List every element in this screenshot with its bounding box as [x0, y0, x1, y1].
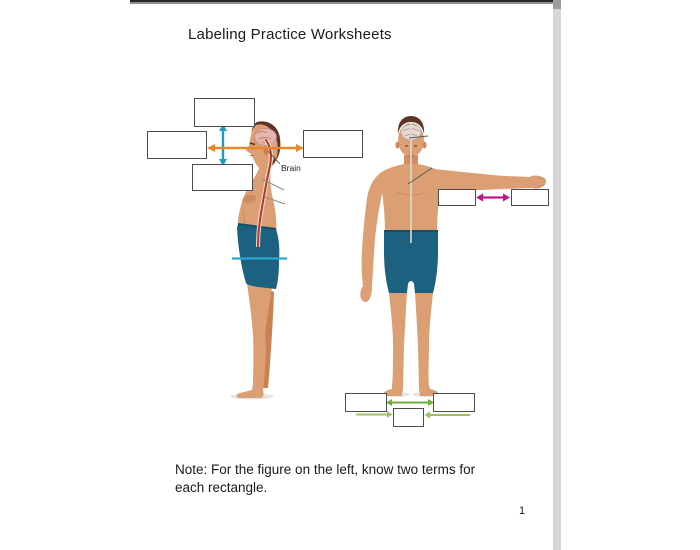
right-figure-left-leg: [389, 293, 407, 389]
note-text: Note: For the figure on the left, know t…: [175, 461, 475, 497]
right-figure-diagonal-leader-line: [407, 167, 433, 185]
right-figure: [356, 116, 547, 419]
right-figure-right-leg: [415, 293, 433, 389]
page-title: Labeling Practice Worksheets: [188, 26, 392, 43]
toolbar-bottom-edge: [130, 0, 553, 4]
blank-above-head[interactable]: [194, 98, 255, 127]
right-figure-hanging-hand: [360, 286, 372, 302]
right-figure-right-ear: [422, 141, 427, 149]
feet-blank-left[interactable]: [345, 393, 387, 412]
brain-label: Brain: [281, 163, 301, 173]
feet-blank-right[interactable]: [433, 393, 475, 412]
blank-left-of-head[interactable]: [147, 131, 207, 159]
arm-blank-left[interactable]: [438, 189, 476, 206]
right-figure-finger-lines: [536, 177, 546, 188]
note-line-1: Note: For the figure on the left, know t…: [175, 462, 476, 477]
left-figure-nape-hair: [268, 156, 276, 168]
right-figure-hair: [397, 116, 425, 134]
left-figure-leader-line-1: [261, 178, 285, 191]
left-figure-brow: [249, 142, 256, 146]
green-arrow-left: [424, 411, 470, 419]
green-double-arrow: [386, 399, 434, 406]
left-figure-leg: [247, 283, 272, 390]
brain-leader-line: [267, 150, 281, 165]
right-figure-shorts: [384, 231, 438, 293]
left-figure-foot: [236, 390, 264, 398]
right-figure-brain-leader-line: [408, 135, 429, 139]
right-figure-left-foot: [383, 389, 403, 396]
arm-blank-right[interactable]: [511, 189, 549, 206]
right-figure-left-ear: [395, 141, 400, 149]
note-line-2: each rectangle.: [175, 480, 268, 495]
blank-below-left[interactable]: [192, 164, 253, 191]
vertical-double-arrow: [219, 124, 227, 166]
magenta-double-arrow: [476, 193, 510, 202]
left-figure-shorts: [237, 224, 280, 289]
scrollbar-thumb[interactable]: [553, 0, 561, 9]
left-figure-waistband: [237, 223, 277, 230]
left-figure: [207, 121, 304, 400]
blank-right-of-head[interactable]: [303, 130, 363, 158]
feet-blank-middle[interactable]: [393, 408, 424, 427]
right-figure-hanging-arm: [361, 172, 383, 287]
page-number: 1: [519, 505, 526, 517]
horizontal-double-arrow: [207, 144, 304, 152]
green-arrow-right: [356, 411, 393, 418]
scrollbar[interactable]: [553, 0, 561, 550]
right-figure-extended-arm: [432, 169, 533, 192]
left-figure-chest-shading: [242, 194, 256, 204]
left-figure-leader-line-2: [264, 196, 286, 205]
